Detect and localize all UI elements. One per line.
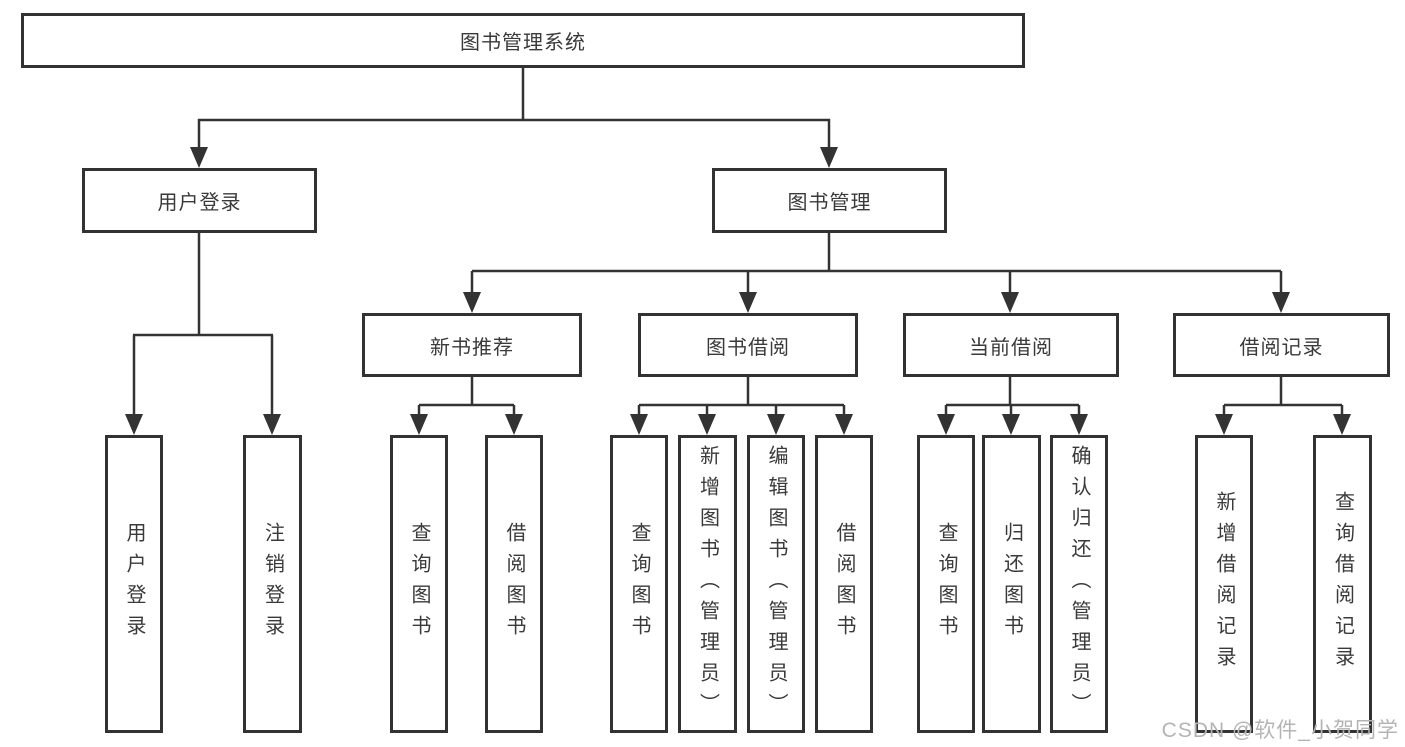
leaf-query-books-2: 查询图书	[610, 435, 668, 733]
leaf-return-books: 归还图书	[982, 435, 1041, 733]
leaf-confirm-return-admin: 确认归还（管理员）	[1050, 435, 1108, 733]
leaf-borrow-books-2: 借阅图书	[815, 435, 873, 733]
leaf-edit-books-admin: 编辑图书（管理员）	[747, 435, 805, 733]
node-new-book-recommend: 新书推荐	[362, 313, 582, 377]
leaf-user-login-label: 用户登录	[123, 522, 145, 646]
leaf-logout-label: 注销登录	[261, 522, 284, 646]
leaf-query-borrow-record-label: 查询借阅记录	[1331, 491, 1354, 677]
leaf-borrow-books-1: 借阅图书	[485, 435, 543, 733]
node-root-system: 图书管理系统	[21, 13, 1025, 68]
leaf-add-borrow-record: 新增借阅记录	[1195, 435, 1253, 733]
node-book-borrowing-label: 图书借阅	[706, 336, 790, 359]
leaf-borrow-books-1-label: 借阅图书	[503, 522, 525, 646]
leaf-return-books-label: 归还图书	[1000, 522, 1023, 646]
leaf-borrow-books-2-label: 借阅图书	[833, 522, 855, 646]
leaf-query-books-3: 查询图书	[917, 435, 975, 733]
leaf-query-books-1: 查询图书	[390, 435, 448, 733]
node-borrow-records-label: 借阅记录	[1239, 336, 1324, 359]
leaf-confirm-return-admin-label: 确认归还（管理员）	[1068, 444, 1090, 724]
node-borrow-records: 借阅记录	[1173, 313, 1390, 377]
node-current-borrowing: 当前借阅	[903, 313, 1119, 377]
leaf-logout: 注销登录	[243, 435, 302, 733]
node-book-management: 图书管理	[712, 168, 947, 233]
csdn-watermark: CSDN @软件_小贺同学	[1161, 719, 1399, 742]
leaf-query-borrow-record: 查询借阅记录	[1313, 435, 1372, 733]
leaf-add-books-admin-label: 新增图书（管理员）	[696, 444, 719, 724]
node-book-borrowing: 图书借阅	[638, 313, 858, 377]
node-current-borrowing-label: 当前借阅	[969, 336, 1053, 359]
leaf-edit-books-admin-label: 编辑图书（管理员）	[765, 444, 787, 724]
node-book-management-label: 图书管理	[787, 192, 872, 214]
leaf-query-books-1-label: 查询图书	[408, 522, 430, 646]
node-user-login: 用户登录	[82, 168, 317, 233]
node-user-login-label: 用户登录	[157, 192, 242, 214]
leaf-query-books-3-label: 查询图书	[935, 522, 957, 646]
node-root-label: 图书管理系统	[460, 32, 586, 54]
arrowheads	[125, 147, 1351, 435]
leaf-add-borrow-record-label: 新增借阅记录	[1213, 491, 1235, 677]
node-new-book-recommend-label: 新书推荐	[430, 336, 514, 359]
leaf-query-books-2-label: 查询图书	[628, 522, 650, 646]
leaf-add-books-admin: 新增图书（管理员）	[678, 435, 737, 733]
leaf-user-login: 用户登录	[105, 435, 163, 733]
